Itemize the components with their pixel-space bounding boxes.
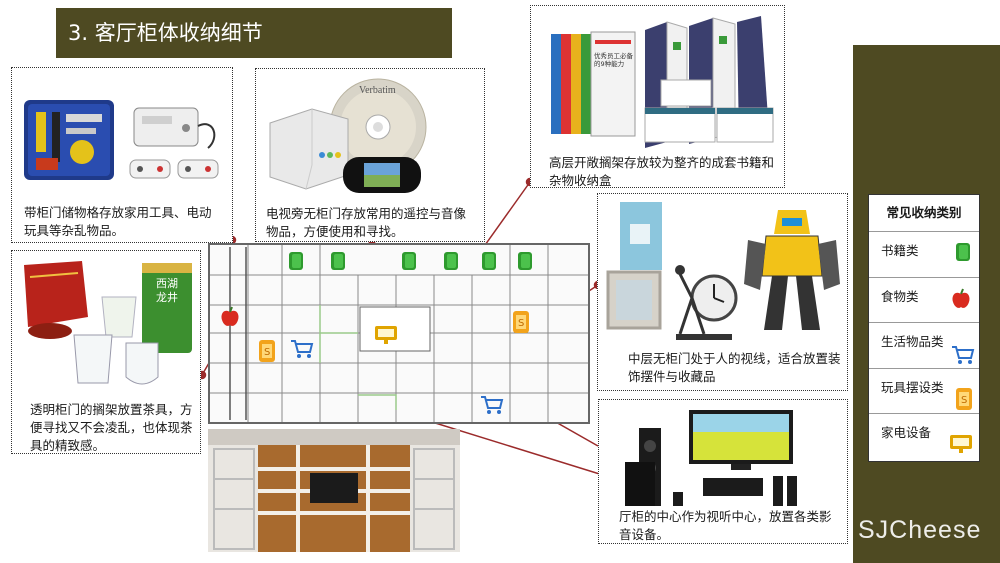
monitor-icon: [949, 434, 973, 454]
speaker-cube-image: [269, 108, 349, 190]
callout-media: Verbatim 电视旁无柜门存放常用的遥控与音像物品，方便使用和寻找。: [255, 68, 485, 242]
callout-av-text: 厅柜的中心作为视听中心，放置各类影音设备。: [619, 509, 832, 542]
page-title: 3. 客厅柜体收纳细节: [56, 8, 452, 58]
cart-icon: [951, 345, 975, 365]
callout-books-text: 高层开敞搁架存放较为整齐的成套书籍和杂物收纳盒: [549, 155, 775, 188]
legend-label-books: 书籍类: [881, 243, 919, 258]
book-icon: [517, 251, 533, 271]
toy-icon: S: [258, 339, 276, 363]
legend-box: 常见收纳类别 书籍类 食物类 生活物品类 玩具摆设类 S 家电设备: [868, 194, 980, 462]
cd-brand-label: Verbatim: [359, 85, 396, 96]
svg-text:S: S: [264, 347, 270, 358]
callout-tools-text: 带柜门储物格存放家用工具、电动玩具等杂乱物品。: [24, 205, 212, 238]
legend-row-daily: 生活物品类: [869, 323, 979, 369]
cabinet-grid: [210, 245, 588, 422]
handheld-player-image: [343, 157, 421, 193]
game-console-image: [129, 107, 219, 179]
apple-icon: [220, 306, 240, 328]
callout-decor: 中层无柜门处于人的视线，适合放置装饰摆件与收藏品: [597, 193, 848, 391]
callout-tea: 西湖 龙井 透明柜门的搁架放置茶具，方便寻找又不会凌乱，也体现茶具的精致感。: [11, 250, 201, 454]
callout-decor-text: 中层无柜门处于人的视线，适合放置装饰摆件与收藏品: [628, 351, 841, 384]
book-icon: [288, 251, 304, 271]
cabinet-elevation: [208, 243, 590, 424]
book-set-image: [551, 31, 636, 137]
legend-row-books: 书籍类: [869, 232, 979, 278]
cabinet-render-image: [208, 429, 460, 552]
tv-speakers-image: [625, 410, 797, 506]
book-icon: [481, 251, 497, 271]
toy-icon: S: [955, 387, 973, 411]
callout-books: 优秀员工必备的9种能力 高层开敞搁架存放较为整齐的成套书籍和杂物收纳盒: [530, 5, 785, 188]
tea-can-label: 西湖 龙井: [156, 277, 178, 304]
book-cover-title: 优秀员工必备的9种能力: [594, 52, 633, 68]
book-icon: [443, 251, 459, 271]
photo-frame-image: [606, 202, 662, 330]
callout-av: 厅柜的中心作为视听中心，放置各类影音设备。: [598, 399, 848, 544]
callout-tools: 带柜门储物格存放家用工具、电动玩具等杂乱物品。: [11, 67, 233, 243]
apple-icon: [951, 288, 971, 310]
file-boxes-image: [644, 16, 774, 148]
book-icon: [330, 251, 346, 271]
cart-icon: [480, 395, 504, 415]
cart-icon: [290, 339, 314, 359]
book-icon: [401, 251, 417, 271]
legend-label-daily: 生活物品类: [881, 334, 944, 349]
legend-label-food: 食物类: [881, 288, 919, 304]
legend-row-toys: 玩具摆设类 S: [869, 369, 979, 414]
tea-set-image: [24, 261, 192, 385]
legend-title: 常见收纳类别: [869, 195, 979, 232]
cd-disc-image: [329, 78, 427, 176]
svg-text:S: S: [961, 395, 967, 406]
book-icon: [955, 242, 971, 262]
toolkit-image: [24, 100, 114, 180]
legend-label-appliances: 家电设备: [881, 425, 932, 440]
clock-sculpture-image: [675, 265, 738, 340]
legend-row-appliances: 家电设备: [869, 414, 979, 460]
robot-figure-image: [744, 210, 840, 330]
callout-media-text: 电视旁无柜门存放常用的遥控与音像物品，方便使用和寻找。: [266, 206, 467, 239]
monitor-icon: [374, 325, 398, 345]
watermark: SJCheese: [858, 516, 982, 544]
callout-tea-text: 透明柜门的搁架放置茶具，方便寻找又不会凌乱，也体现茶具的精致感。: [30, 402, 193, 453]
svg-text:S: S: [518, 318, 524, 329]
toy-icon: S: [512, 310, 530, 334]
legend-row-food: 食物类: [869, 278, 979, 323]
legend-label-toys: 玩具摆设类: [881, 379, 944, 395]
